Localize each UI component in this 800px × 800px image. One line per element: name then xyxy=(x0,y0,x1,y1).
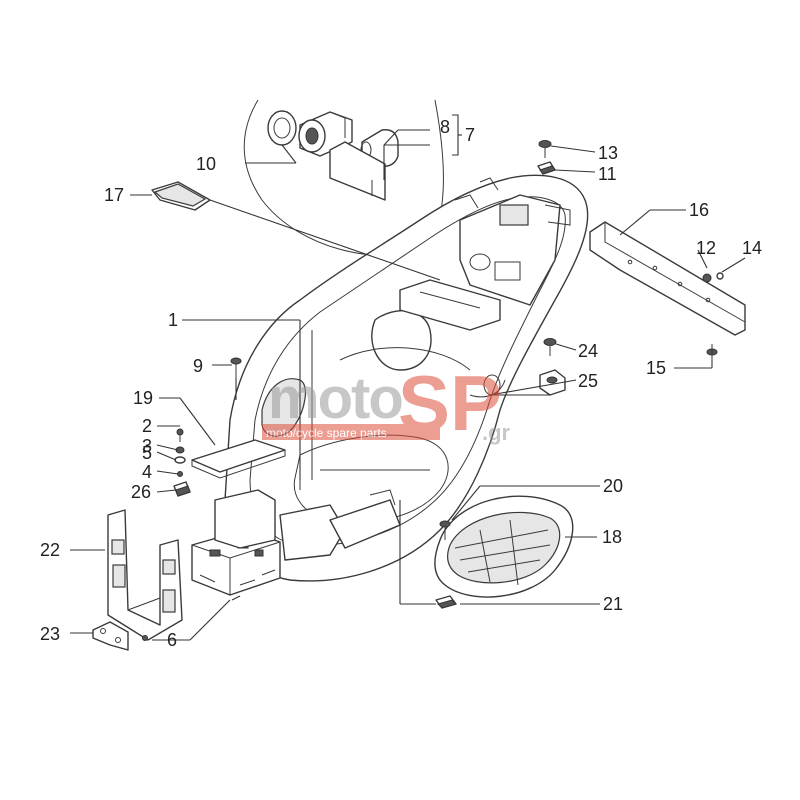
part-5-washer xyxy=(174,456,186,464)
callout-4: 4 xyxy=(142,462,152,482)
callout-labels: 1 2 3 4 5 6 7 8 9 10 11 12 13 14 15 16 1… xyxy=(40,117,762,650)
part-18-mat xyxy=(434,495,574,598)
callout-13: 13 xyxy=(598,143,618,163)
leader-lines xyxy=(70,114,746,641)
battery-box xyxy=(191,489,281,596)
watermark-logo: moto SP moto/cycle spare parts .gr xyxy=(262,359,511,447)
callout-22: 22 xyxy=(40,540,60,560)
callout-2: 2 xyxy=(142,416,152,436)
callout-3: 3 xyxy=(142,436,152,456)
watermark-brand-left: moto xyxy=(268,366,402,431)
part-20-screw xyxy=(439,520,451,540)
part-9-screw xyxy=(230,357,242,378)
callout-24: 24 xyxy=(578,341,598,361)
part-12-nut xyxy=(702,273,712,283)
callout-5: 5 xyxy=(142,443,152,463)
socket-detail-inset xyxy=(243,99,444,256)
part-24-screw xyxy=(543,338,557,356)
part-25-block xyxy=(539,369,566,396)
part-14-screw xyxy=(716,272,724,280)
part-13-screw xyxy=(538,140,552,158)
helmet-compartment xyxy=(224,174,589,582)
callout-9: 9 xyxy=(193,356,203,376)
part-26-clip xyxy=(173,481,191,497)
callout-16: 16 xyxy=(689,200,709,220)
callout-19: 19 xyxy=(133,388,153,408)
callout-21: 21 xyxy=(603,594,623,614)
part-11-clip xyxy=(537,161,556,175)
callout-25: 25 xyxy=(578,371,598,391)
callout-6: 6 xyxy=(167,630,177,650)
part-23-plate xyxy=(92,621,129,651)
part-15-screw xyxy=(706,344,718,360)
part-19-cover xyxy=(191,439,286,479)
part-22-bracket xyxy=(107,509,183,641)
callout-10: 10 xyxy=(196,154,216,174)
part-17-pad xyxy=(151,181,211,211)
watermark-suffix: .gr xyxy=(482,420,511,445)
part-21-clip xyxy=(435,595,457,609)
callout-26: 26 xyxy=(131,482,151,502)
callout-8: 8 xyxy=(440,117,450,137)
part-2-screw xyxy=(176,428,184,442)
callout-17: 17 xyxy=(104,185,124,205)
watermark-tagline: moto/cycle spare parts xyxy=(266,426,387,440)
callout-23: 23 xyxy=(40,624,60,644)
callout-12: 12 xyxy=(696,238,716,258)
callout-1: 1 xyxy=(168,310,178,330)
callout-20: 20 xyxy=(603,476,623,496)
part-16-rail xyxy=(589,221,746,336)
callout-11: 11 xyxy=(598,164,617,184)
part-4-nut xyxy=(177,471,183,477)
callout-7: 7 xyxy=(465,125,475,145)
part-6-rivet xyxy=(142,635,148,641)
callout-18: 18 xyxy=(602,527,622,547)
callout-15: 15 xyxy=(646,358,666,378)
watermark-tagline-bar xyxy=(262,424,440,440)
callout-14: 14 xyxy=(742,238,762,258)
